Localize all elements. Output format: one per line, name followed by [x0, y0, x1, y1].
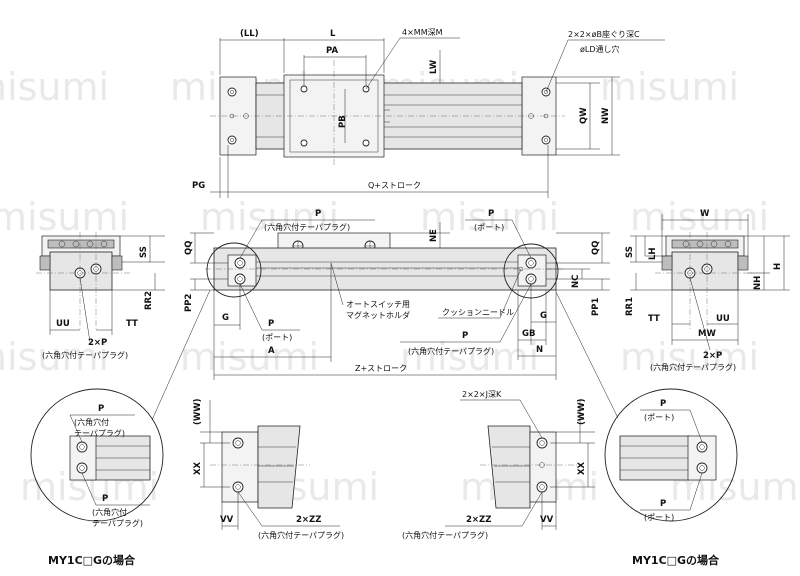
front-port-note: (ポート) [474, 223, 504, 232]
dim-q-stroke: Q+ストローク [368, 181, 421, 190]
svg-text:misumi: misumi [600, 65, 739, 109]
switch-holder-label: オートスイッチ用マグネットホルダ [346, 300, 410, 320]
front-plug-p: P [315, 209, 321, 219]
dim-pg: PG [192, 181, 205, 191]
detail-left: P (六角穴付テーパプラグ) P (六角穴付テーパプラグ) MY1C□Gの場合 [30, 289, 211, 567]
dim-g-right: G [540, 311, 547, 321]
dim-ww-right: (WW) [577, 398, 587, 425]
detail-right-caption: MY1C□Gの場合 [632, 553, 720, 567]
dim-vv-left: VV [220, 515, 234, 525]
dim-lw: LW [429, 59, 439, 74]
detail-right-p: P [660, 399, 666, 409]
dim-nw: NW [601, 107, 611, 124]
callout-mm: 4×MM深M [402, 28, 443, 37]
dim-z-stroke: Z+ストローク [355, 364, 407, 373]
front-port-p: P [488, 209, 494, 219]
dim-tt-right: TT [648, 314, 660, 324]
svg-text:misumi: misumi [0, 65, 109, 109]
cushion-needle-label: クッションニードル [442, 308, 514, 317]
watermark: misumi misumi misumi misumi misumi misum… [0, 65, 800, 509]
dim-zz-left: 2×ZZ [296, 515, 321, 525]
mounting-hole [362, 139, 370, 147]
port-2p-right: 2×P [703, 351, 722, 361]
detail-left-circle [30, 388, 164, 522]
port-note-right: (六角穴付テーパプラグ) [650, 362, 736, 372]
dim-vv-right: VV [540, 515, 554, 525]
dim-qq-left: QQ [184, 241, 194, 255]
dim-ss-left: SS [139, 246, 149, 258]
dim-ll: (LL) [240, 29, 259, 39]
left-port-note: (ポート) [262, 333, 292, 342]
detail-right-port-note2: (ポート) [644, 513, 674, 522]
svg-text:misumi: misumi [620, 335, 759, 379]
dim-pp2: PP2 [184, 294, 194, 312]
detail-right: P (ポート) P (ポート) MY1C□Gの場合 [555, 291, 738, 567]
right-side-view: W SS LH H NH RR1 TT UU MW 2×P (六角穴付テーパプラ… [625, 209, 790, 372]
dim-pb: PB [338, 115, 348, 128]
port-note-left: (六角穴付テーパプラグ) [42, 350, 128, 360]
svg-text:misumi: misumi [400, 335, 539, 379]
dim-mw: MW [698, 329, 716, 339]
dim-pp1: PP1 [591, 298, 601, 316]
left-side-view: SS RR2 UU TT 2×P (六角穴付テーパプラグ) [36, 232, 165, 360]
zz-note-right: (六角穴付テーパプラグ) [402, 530, 488, 540]
dim-ss-right: SS [625, 246, 635, 258]
svg-text:misumi: misumi [420, 195, 559, 239]
dim-lh: LH [648, 247, 658, 260]
front-plug-note: (六角穴付テーパプラグ) [264, 222, 350, 232]
dim-zz-right: 2×ZZ [466, 515, 491, 525]
dim-uu-right: UU [716, 314, 730, 324]
detail-right-port-note1: (ポート) [644, 413, 674, 422]
right-plug-p: P [462, 331, 468, 341]
dim-n: N [536, 345, 543, 355]
dim-xx-right: XX [577, 461, 587, 475]
front-view: QQ PP2 G A NE QQ NC PP1 G GB N [184, 209, 610, 380]
dim-tt-left: TT [126, 319, 138, 329]
callout-ld: øLD通し穴 [580, 44, 620, 54]
mounting-hole [300, 139, 308, 147]
mounting-hole [300, 85, 308, 93]
dim-qw: QW [579, 107, 589, 124]
port-2p-left: 2×P [88, 338, 107, 348]
detail-left-p: P [98, 404, 104, 414]
svg-text:misumi: misumi [200, 195, 339, 239]
callout-b: 2×2×øB座ぐり深C [568, 29, 640, 39]
dim-uu-left: UU [56, 319, 70, 329]
dim-rr1: RR1 [625, 297, 635, 316]
dim-ww-left: (WW) [193, 398, 203, 425]
dim-rr2: RR2 [144, 291, 154, 310]
dim-qq-right: QQ [591, 241, 601, 255]
detail-circle-left [206, 242, 262, 298]
svg-text:misumi: misumi [0, 195, 129, 239]
dim-h: H [773, 263, 783, 270]
dim-a: A [268, 346, 275, 356]
detail-left-caption: MY1C□Gの場合 [48, 553, 136, 567]
detail-right-inner: 2×2×J深K XX (WW) VV 2×ZZ (六角穴付テーパプラグ) [402, 390, 595, 540]
dim-nc: NC [571, 275, 581, 288]
dim-pa: PA [326, 46, 338, 56]
detail-left-inner: XX (WW) VV 2×ZZ (六角穴付テーパプラグ) [193, 398, 344, 540]
detail-left-p2: P [102, 494, 108, 504]
detail-right-p2: P [660, 499, 666, 509]
dim-l: L [330, 29, 336, 39]
callout-j: 2×2×J深K [462, 390, 502, 399]
dim-ne: NE [429, 229, 439, 242]
dim-nh: NH [753, 276, 763, 290]
right-plug-note: (六角穴付テーパプラグ) [408, 346, 494, 356]
zz-note-left: (六角穴付テーパプラグ) [258, 530, 344, 540]
svg-text:misumi: misumi [0, 335, 109, 379]
top-view: (LL) L PA PB LW QW NW PG Q+ストローク 4×MM深M … [192, 28, 665, 198]
dim-w: W [700, 209, 710, 219]
dim-xx-left: XX [193, 461, 203, 475]
detail-left-note1: (六角穴付テーパプラグ) [74, 417, 125, 438]
detail-left-note2: (六角穴付テーパプラグ) [92, 507, 143, 528]
svg-text:misumi: misumi [630, 195, 769, 239]
detail-right-circle [604, 388, 738, 522]
dim-g-left: G [222, 313, 229, 323]
left-port-p: P [268, 319, 274, 329]
end-cap-right [521, 76, 557, 156]
dim-gb: GB [522, 329, 535, 339]
